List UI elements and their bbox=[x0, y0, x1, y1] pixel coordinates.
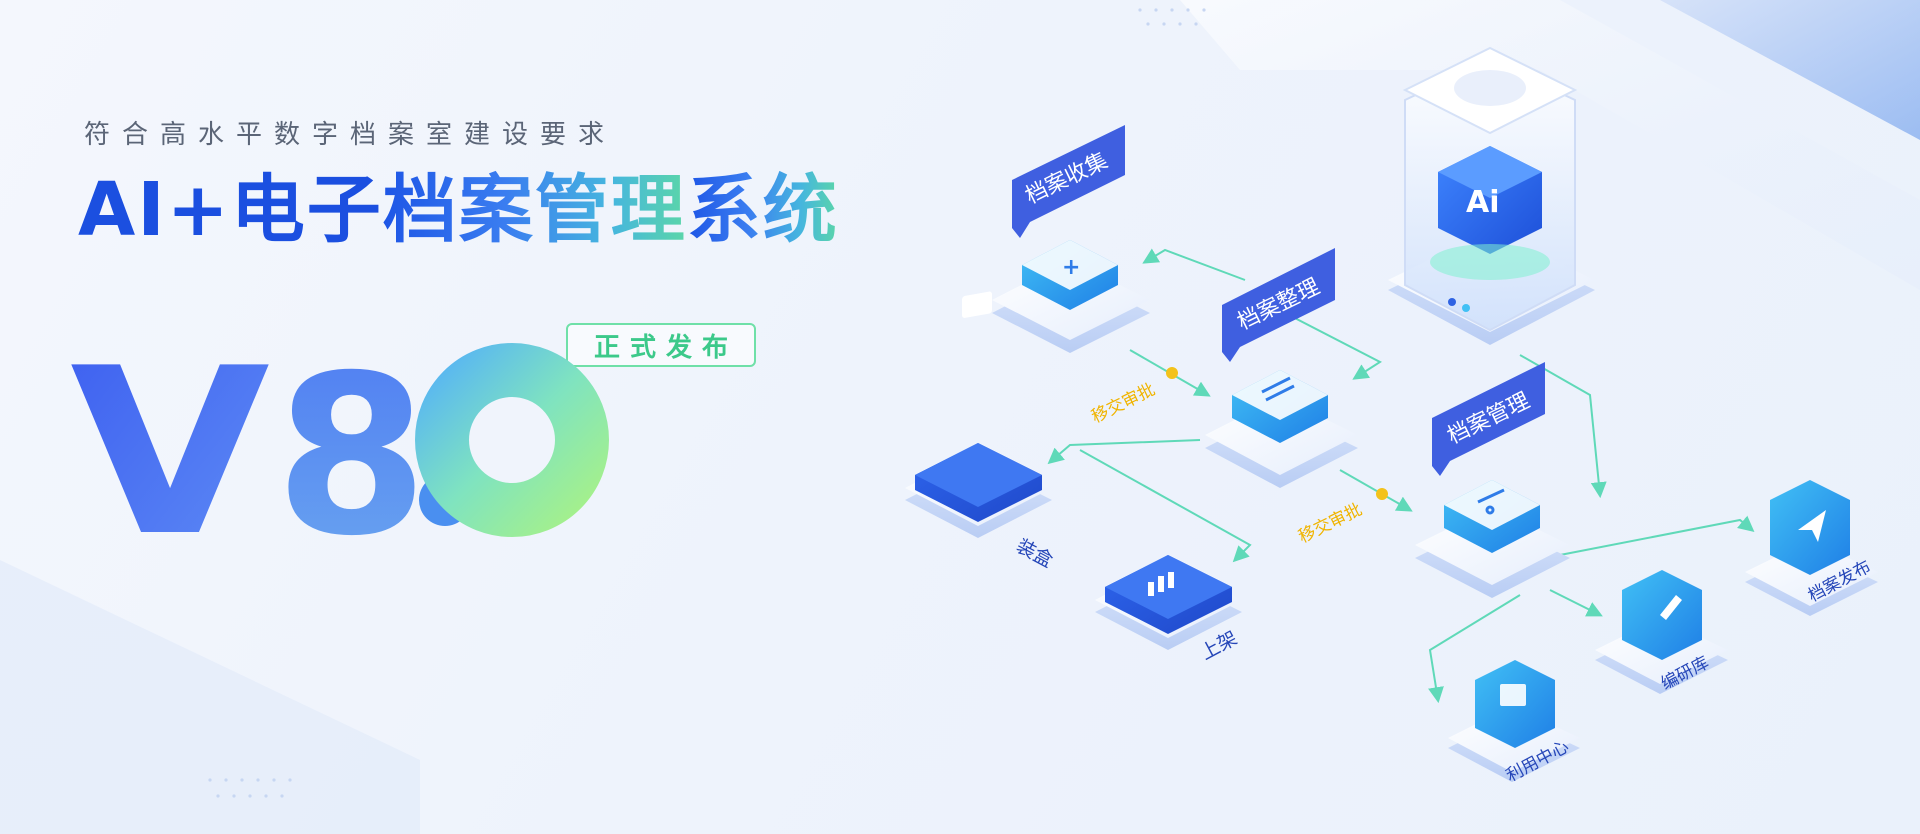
node-shelving: 上架 bbox=[1095, 555, 1242, 664]
send-icon bbox=[1798, 510, 1826, 542]
node-usage-center: 利用中心 bbox=[1448, 660, 1580, 786]
title-part-ai: AI+电子 bbox=[78, 167, 383, 253]
checklist-icon bbox=[1477, 488, 1505, 515]
release-badge: 正式发布 bbox=[566, 323, 756, 367]
node-publish: 档案发布 bbox=[1745, 480, 1878, 616]
pen-icon bbox=[1660, 595, 1682, 620]
node-research: 编研库 bbox=[1595, 570, 1728, 694]
ai-label: Ai bbox=[1466, 185, 1500, 220]
page-title: AI+电子档案管理系统 bbox=[78, 162, 839, 258]
bubble-organize bbox=[1222, 248, 1335, 362]
cloud-icon bbox=[1454, 70, 1526, 106]
workflow-diagram: Ai + 档案收集 档案整理 bbox=[905, 46, 1878, 786]
title-part-archive: 档案管理 bbox=[382, 167, 687, 253]
node-collection: + 档案收集 bbox=[992, 125, 1150, 353]
document-icon bbox=[1261, 376, 1295, 402]
title-part-system: 系统 bbox=[686, 167, 839, 253]
version-ring bbox=[415, 343, 609, 537]
label-boxing: 装盒 bbox=[1013, 535, 1057, 572]
ai-server: Ai bbox=[1388, 46, 1595, 345]
node-organize: 档案整理 bbox=[1205, 248, 1358, 488]
version-major: 8 bbox=[275, 340, 428, 550]
version-number: V 8 0 bbox=[70, 340, 609, 550]
flow-label-transfer-2: 移交审批 bbox=[1295, 500, 1365, 548]
label-shelving: 上架 bbox=[1197, 627, 1241, 664]
flow-label-transfer-1: 移交审批 bbox=[1088, 380, 1158, 428]
bubble-collection bbox=[1012, 125, 1125, 238]
box-icon bbox=[962, 291, 992, 318]
node-boxing: 装盒 bbox=[905, 291, 1057, 572]
bar-chart-icon bbox=[1148, 572, 1174, 596]
version-v: V bbox=[70, 340, 270, 550]
bubble-manage bbox=[1432, 362, 1545, 476]
monitor-icon bbox=[1500, 684, 1526, 706]
plus-icon: + bbox=[1062, 255, 1080, 280]
node-manage: 档案管理 bbox=[1415, 362, 1570, 598]
tagline: 符合高水平数字档案室建设要求 bbox=[84, 120, 617, 150]
